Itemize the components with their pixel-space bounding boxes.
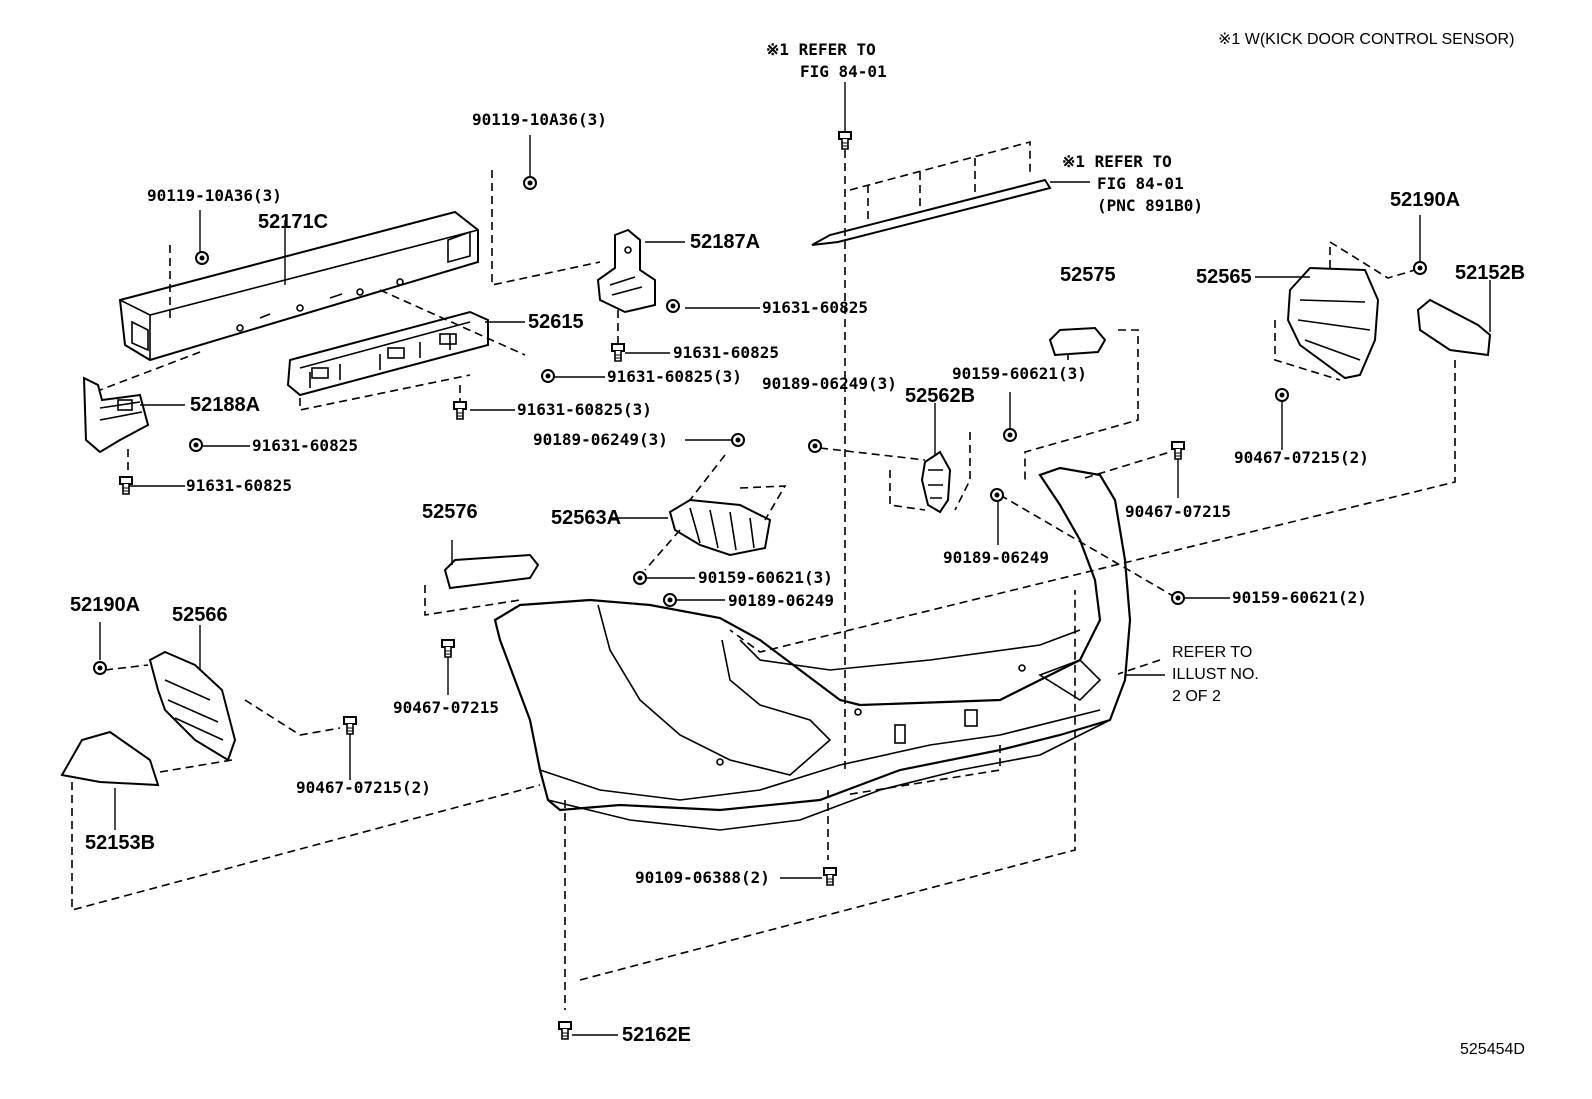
ref-fig-right-line2: FIG 84-01 bbox=[1097, 174, 1184, 193]
part-label-90159-c[interactable]: 90159-60621(2) bbox=[1232, 588, 1367, 607]
part-label-90467-a[interactable]: 90467-07215(2) bbox=[1234, 448, 1369, 467]
part-label-52162e[interactable]: 52162E bbox=[622, 1024, 691, 1046]
part-label-91631-a[interactable]: 91631-60825 bbox=[762, 298, 868, 317]
part-label-90119-top[interactable]: 90119-10A36(3) bbox=[472, 110, 607, 129]
ref-illust-line2: ILLUST NO. bbox=[1172, 666, 1259, 683]
part-label-52152b[interactable]: 52152B bbox=[1455, 262, 1526, 284]
ref-fig-right-line1: ※1 REFER TO bbox=[1062, 152, 1172, 171]
ref-illust-line1: REFER TO bbox=[1172, 644, 1253, 661]
part-label-91631-d[interactable]: 91631-60825(3) bbox=[517, 400, 652, 419]
part-label-90119-left[interactable]: 90119-10A36(3) bbox=[147, 186, 282, 205]
part-label-52190a-left[interactable]: 52190A bbox=[70, 594, 141, 616]
bracket-52188a bbox=[82, 376, 150, 454]
part-label-52563a[interactable]: 52563A bbox=[551, 507, 622, 529]
stay-52575 bbox=[1048, 326, 1107, 357]
header-note: ※1 W(KICK DOOR CONTROL SENSOR) bbox=[1218, 31, 1515, 48]
ref-fig-top-line2: FIG 84-01 bbox=[800, 62, 887, 81]
diagram-id: 525454D bbox=[1460, 1041, 1525, 1058]
part-label-52576[interactable]: 52576 bbox=[422, 501, 478, 523]
part-label-52615[interactable]: 52615 bbox=[528, 311, 584, 333]
part-label-90159-a[interactable]: 90159-60621(3) bbox=[952, 364, 1087, 383]
ref-fig-right-line3: (PNC 891B0) bbox=[1097, 196, 1203, 215]
part-label-90159-b[interactable]: 90159-60621(3) bbox=[698, 568, 833, 587]
reinforcement-beam-52171c bbox=[118, 210, 479, 362]
sensor-strip bbox=[811, 178, 1052, 246]
stay-52576 bbox=[443, 553, 540, 590]
part-label-90189-c[interactable]: 90189-06249 bbox=[943, 548, 1049, 567]
part-label-91631-f[interactable]: 91631-60825 bbox=[186, 476, 292, 495]
part-label-90109[interactable]: 90109-06388(2) bbox=[635, 868, 770, 887]
part-label-91631-b[interactable]: 91631-60825 bbox=[673, 343, 779, 362]
part-label-52565[interactable]: 52565 bbox=[1196, 266, 1252, 288]
ref-fig-top-line1: ※1 REFER TO bbox=[766, 40, 876, 59]
energy-absorber-52615 bbox=[286, 310, 489, 397]
retainer-52562b bbox=[920, 450, 952, 514]
part-label-91631-c[interactable]: 91631-60825(3) bbox=[607, 367, 742, 386]
part-label-90189-a[interactable]: 90189-06249(3) bbox=[762, 374, 897, 393]
part-label-90467-c[interactable]: 90467-07215 bbox=[393, 698, 499, 717]
part-label-52190a-right[interactable]: 52190A bbox=[1390, 189, 1461, 211]
part-label-52153b[interactable]: 52153B bbox=[85, 832, 156, 854]
side-seal-52153b bbox=[60, 730, 160, 787]
bracket-52565 bbox=[1286, 266, 1380, 380]
part-label-90189-b[interactable]: 90189-06249(3) bbox=[533, 430, 668, 449]
part-label-52575[interactable]: 52575 bbox=[1060, 264, 1116, 286]
side-seal-52152b bbox=[1416, 298, 1492, 357]
part-label-90189-d[interactable]: 90189-06249 bbox=[728, 591, 834, 610]
part-label-52187a[interactable]: 52187A bbox=[690, 231, 761, 253]
part-label-90467-b[interactable]: 90467-07215 bbox=[1125, 502, 1231, 521]
ref-illust-line3: 2 OF 2 bbox=[1172, 688, 1221, 705]
retainer-52563a bbox=[668, 498, 772, 557]
bracket-52187a bbox=[596, 228, 656, 314]
rear-bumper-cover bbox=[493, 466, 1132, 831]
part-label-91631-e[interactable]: 91631-60825 bbox=[252, 436, 358, 455]
bracket-52566 bbox=[148, 650, 237, 762]
part-label-52562b[interactable]: 52562B bbox=[905, 385, 976, 407]
part-label-52566[interactable]: 52566 bbox=[172, 604, 228, 626]
part-label-52171c[interactable]: 52171C bbox=[258, 211, 329, 233]
part-label-90467-d[interactable]: 90467-07215(2) bbox=[296, 778, 431, 797]
part-label-52188a[interactable]: 52188A bbox=[190, 394, 261, 416]
